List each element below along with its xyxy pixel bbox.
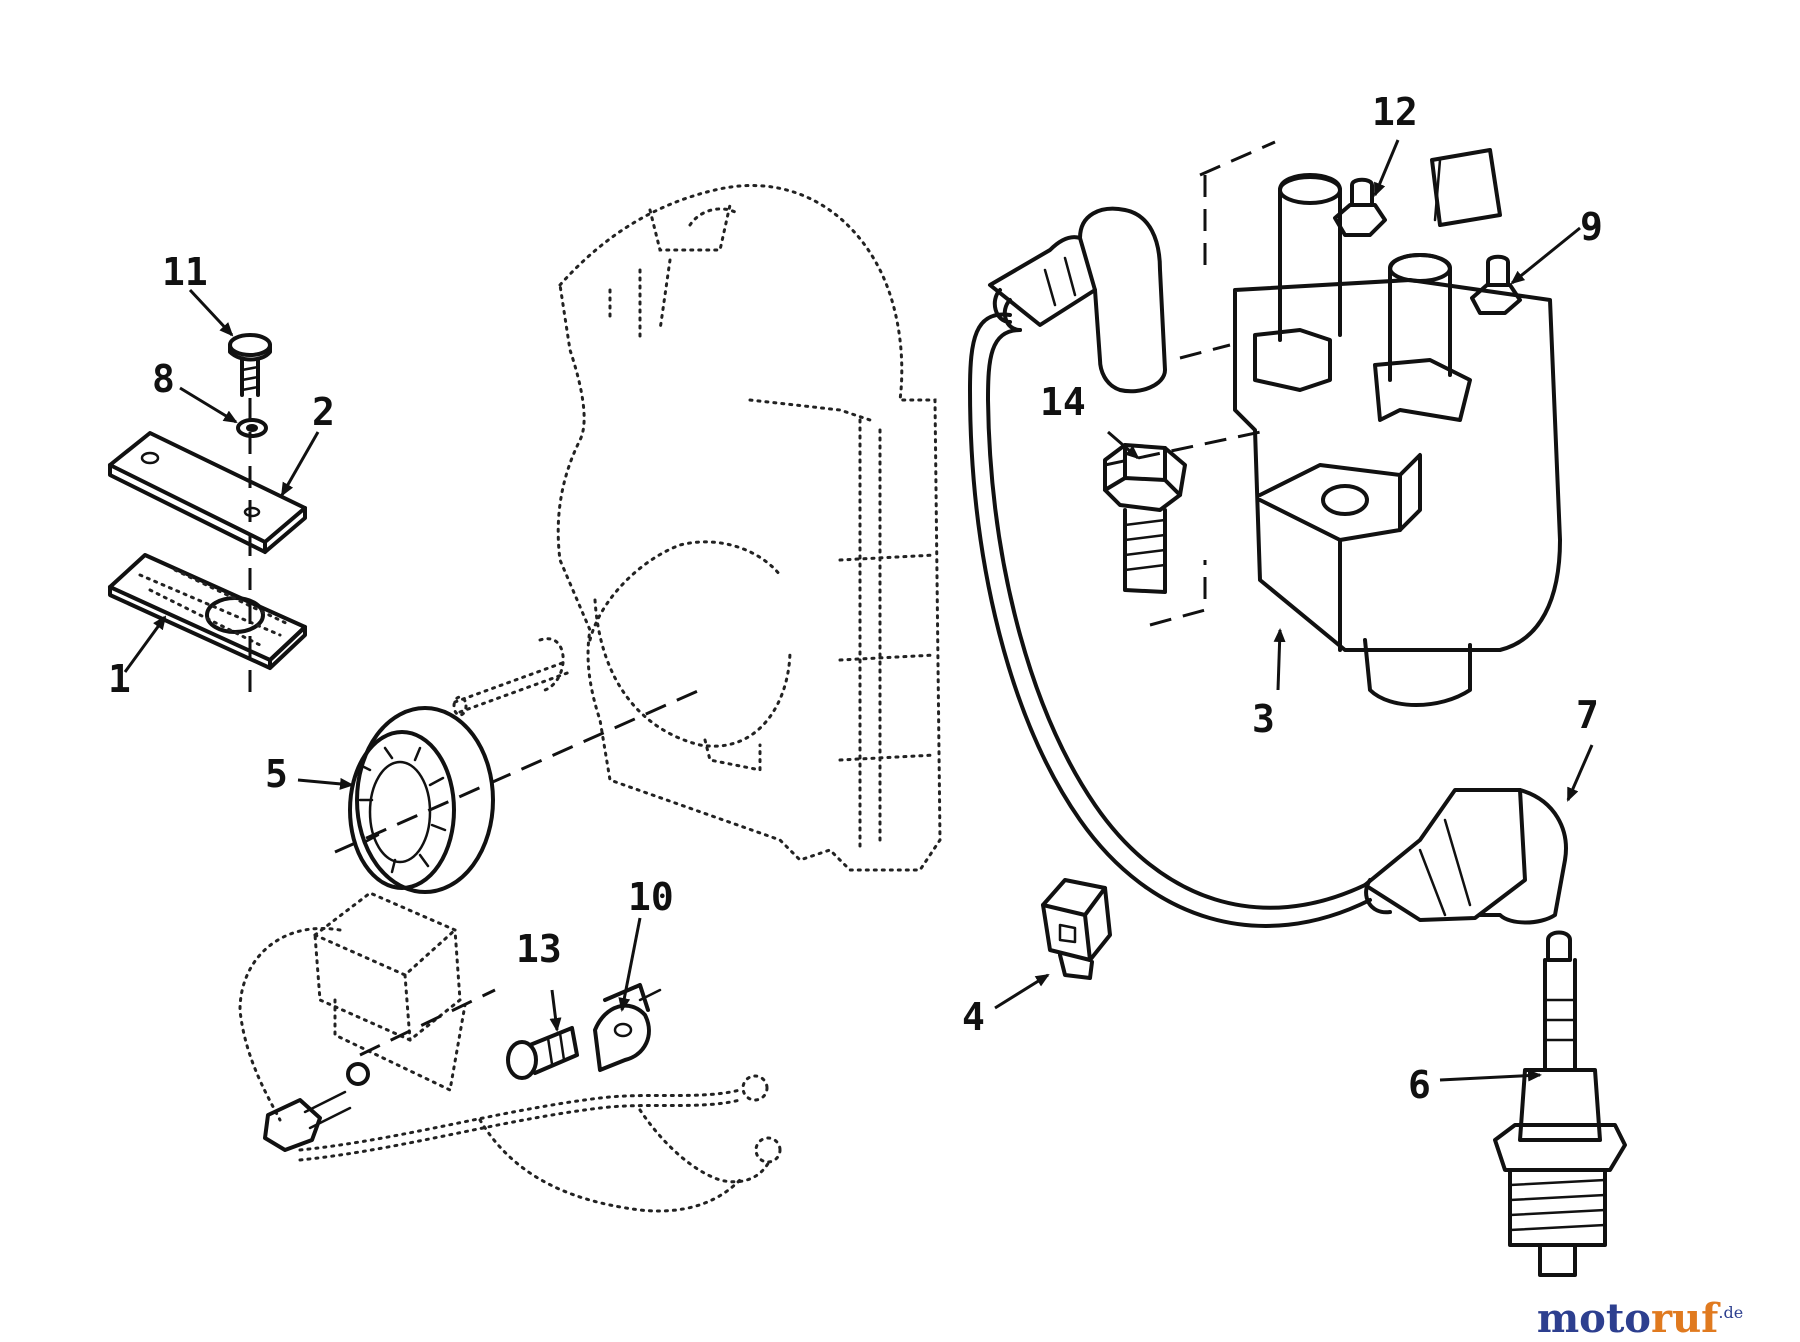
callout-3: 3 bbox=[1252, 697, 1275, 741]
part-4-connector bbox=[1041, 878, 1112, 980]
ignition-module bbox=[238, 891, 782, 1213]
callout-2: 2 bbox=[312, 390, 335, 434]
watermark-part1: moto bbox=[1537, 1295, 1651, 1342]
part-10-clip bbox=[593, 983, 662, 1072]
watermark-suffix: .de bbox=[1718, 1303, 1743, 1322]
callout-10: 10 bbox=[628, 875, 674, 919]
part-8-washer bbox=[236, 418, 268, 438]
callout-4: 4 bbox=[962, 995, 985, 1039]
callout-13: 13 bbox=[516, 927, 562, 971]
part-3-ignition-coil bbox=[1104, 140, 1562, 707]
part-7-plug-boot bbox=[1363, 788, 1568, 925]
upper-boot bbox=[988, 206, 1167, 394]
ignition-wire bbox=[968, 312, 1372, 928]
part-5-seal bbox=[334, 688, 701, 894]
callout-9: 9 bbox=[1580, 205, 1603, 249]
blower-housing bbox=[538, 184, 942, 872]
part-9-nut bbox=[1470, 254, 1522, 315]
callout-1: 1 bbox=[108, 657, 131, 701]
spring-pin bbox=[452, 660, 572, 717]
watermark-logo: motoruf.de bbox=[1537, 1295, 1743, 1342]
part-2-plate bbox=[108, 431, 307, 554]
callout-7: 7 bbox=[1576, 693, 1599, 737]
callout-14: 14 bbox=[1040, 380, 1086, 424]
part-6-spark-plug bbox=[1493, 930, 1627, 1277]
part-1-gasket bbox=[108, 553, 307, 670]
svg-text:motoruf.de: motoruf.de bbox=[1537, 1295, 1743, 1342]
callout-6: 6 bbox=[1408, 1063, 1431, 1107]
callout-11: 11 bbox=[162, 250, 208, 294]
part-11-screw bbox=[228, 333, 272, 397]
leader-lines bbox=[123, 139, 1594, 1082]
part-13-screw bbox=[506, 1026, 579, 1080]
callout-5: 5 bbox=[265, 752, 288, 796]
part-14-bolt bbox=[1103, 443, 1187, 594]
part-12-nut bbox=[1333, 177, 1387, 237]
watermark-part2: ruf bbox=[1651, 1295, 1721, 1342]
callout-labels: 1 2 3 4 5 6 7 8 9 10 11 12 13 14 bbox=[108, 90, 1603, 1107]
callout-8: 8 bbox=[152, 357, 175, 401]
callout-12: 12 bbox=[1372, 90, 1418, 134]
